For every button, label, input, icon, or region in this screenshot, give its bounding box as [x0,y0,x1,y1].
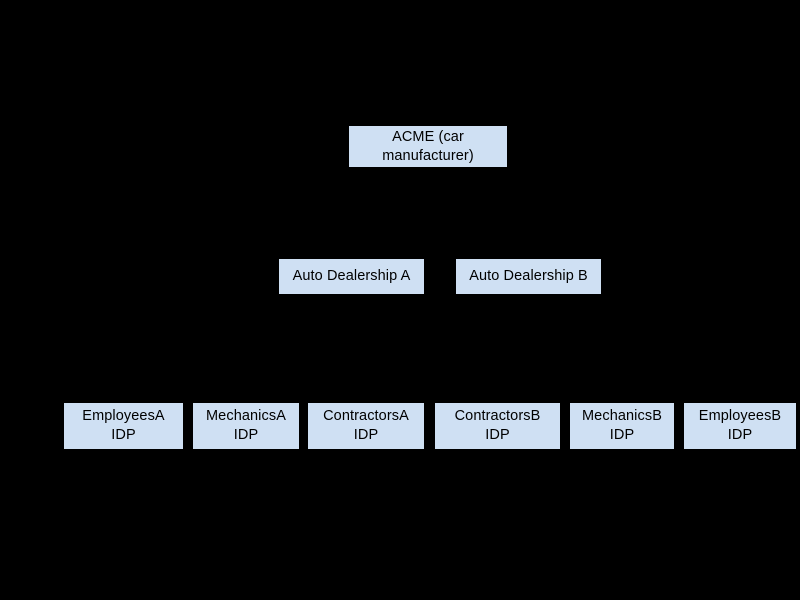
node-employees-a-idp-label: EmployeesA IDP [82,408,165,443]
node-contractors-a-idp[interactable]: ContractorsA IDP [307,402,425,450]
node-employees-a-idp[interactable]: EmployeesA IDP [63,402,184,450]
node-dealership-a-label: Auto Dealership A [292,268,411,284]
node-contractors-a-idp-label: ContractorsA IDP [323,408,409,443]
node-dealership-b[interactable]: Auto Dealership B [455,258,602,295]
node-employees-b-idp-label: EmployeesB IDP [698,408,782,443]
node-dealership-b-label: Auto Dealership B [469,268,588,284]
node-acme[interactable]: ACME (car manufacturer) [348,125,508,168]
node-contractors-b-idp[interactable]: ContractorsB IDP [434,402,561,450]
node-mechanics-b-idp-label: MechanicsB IDP [582,408,662,443]
node-mechanics-a-idp-label: MechanicsA IDP [206,408,286,443]
node-mechanics-a-idp[interactable]: MechanicsA IDP [192,402,300,450]
node-dealership-a[interactable]: Auto Dealership A [278,258,425,295]
node-employees-b-idp[interactable]: EmployeesB IDP [683,402,797,450]
node-contractors-b-idp-label: ContractorsB IDP [454,408,541,443]
node-mechanics-b-idp[interactable]: MechanicsB IDP [569,402,675,450]
node-acme-label: ACME (car manufacturer) [382,128,474,164]
